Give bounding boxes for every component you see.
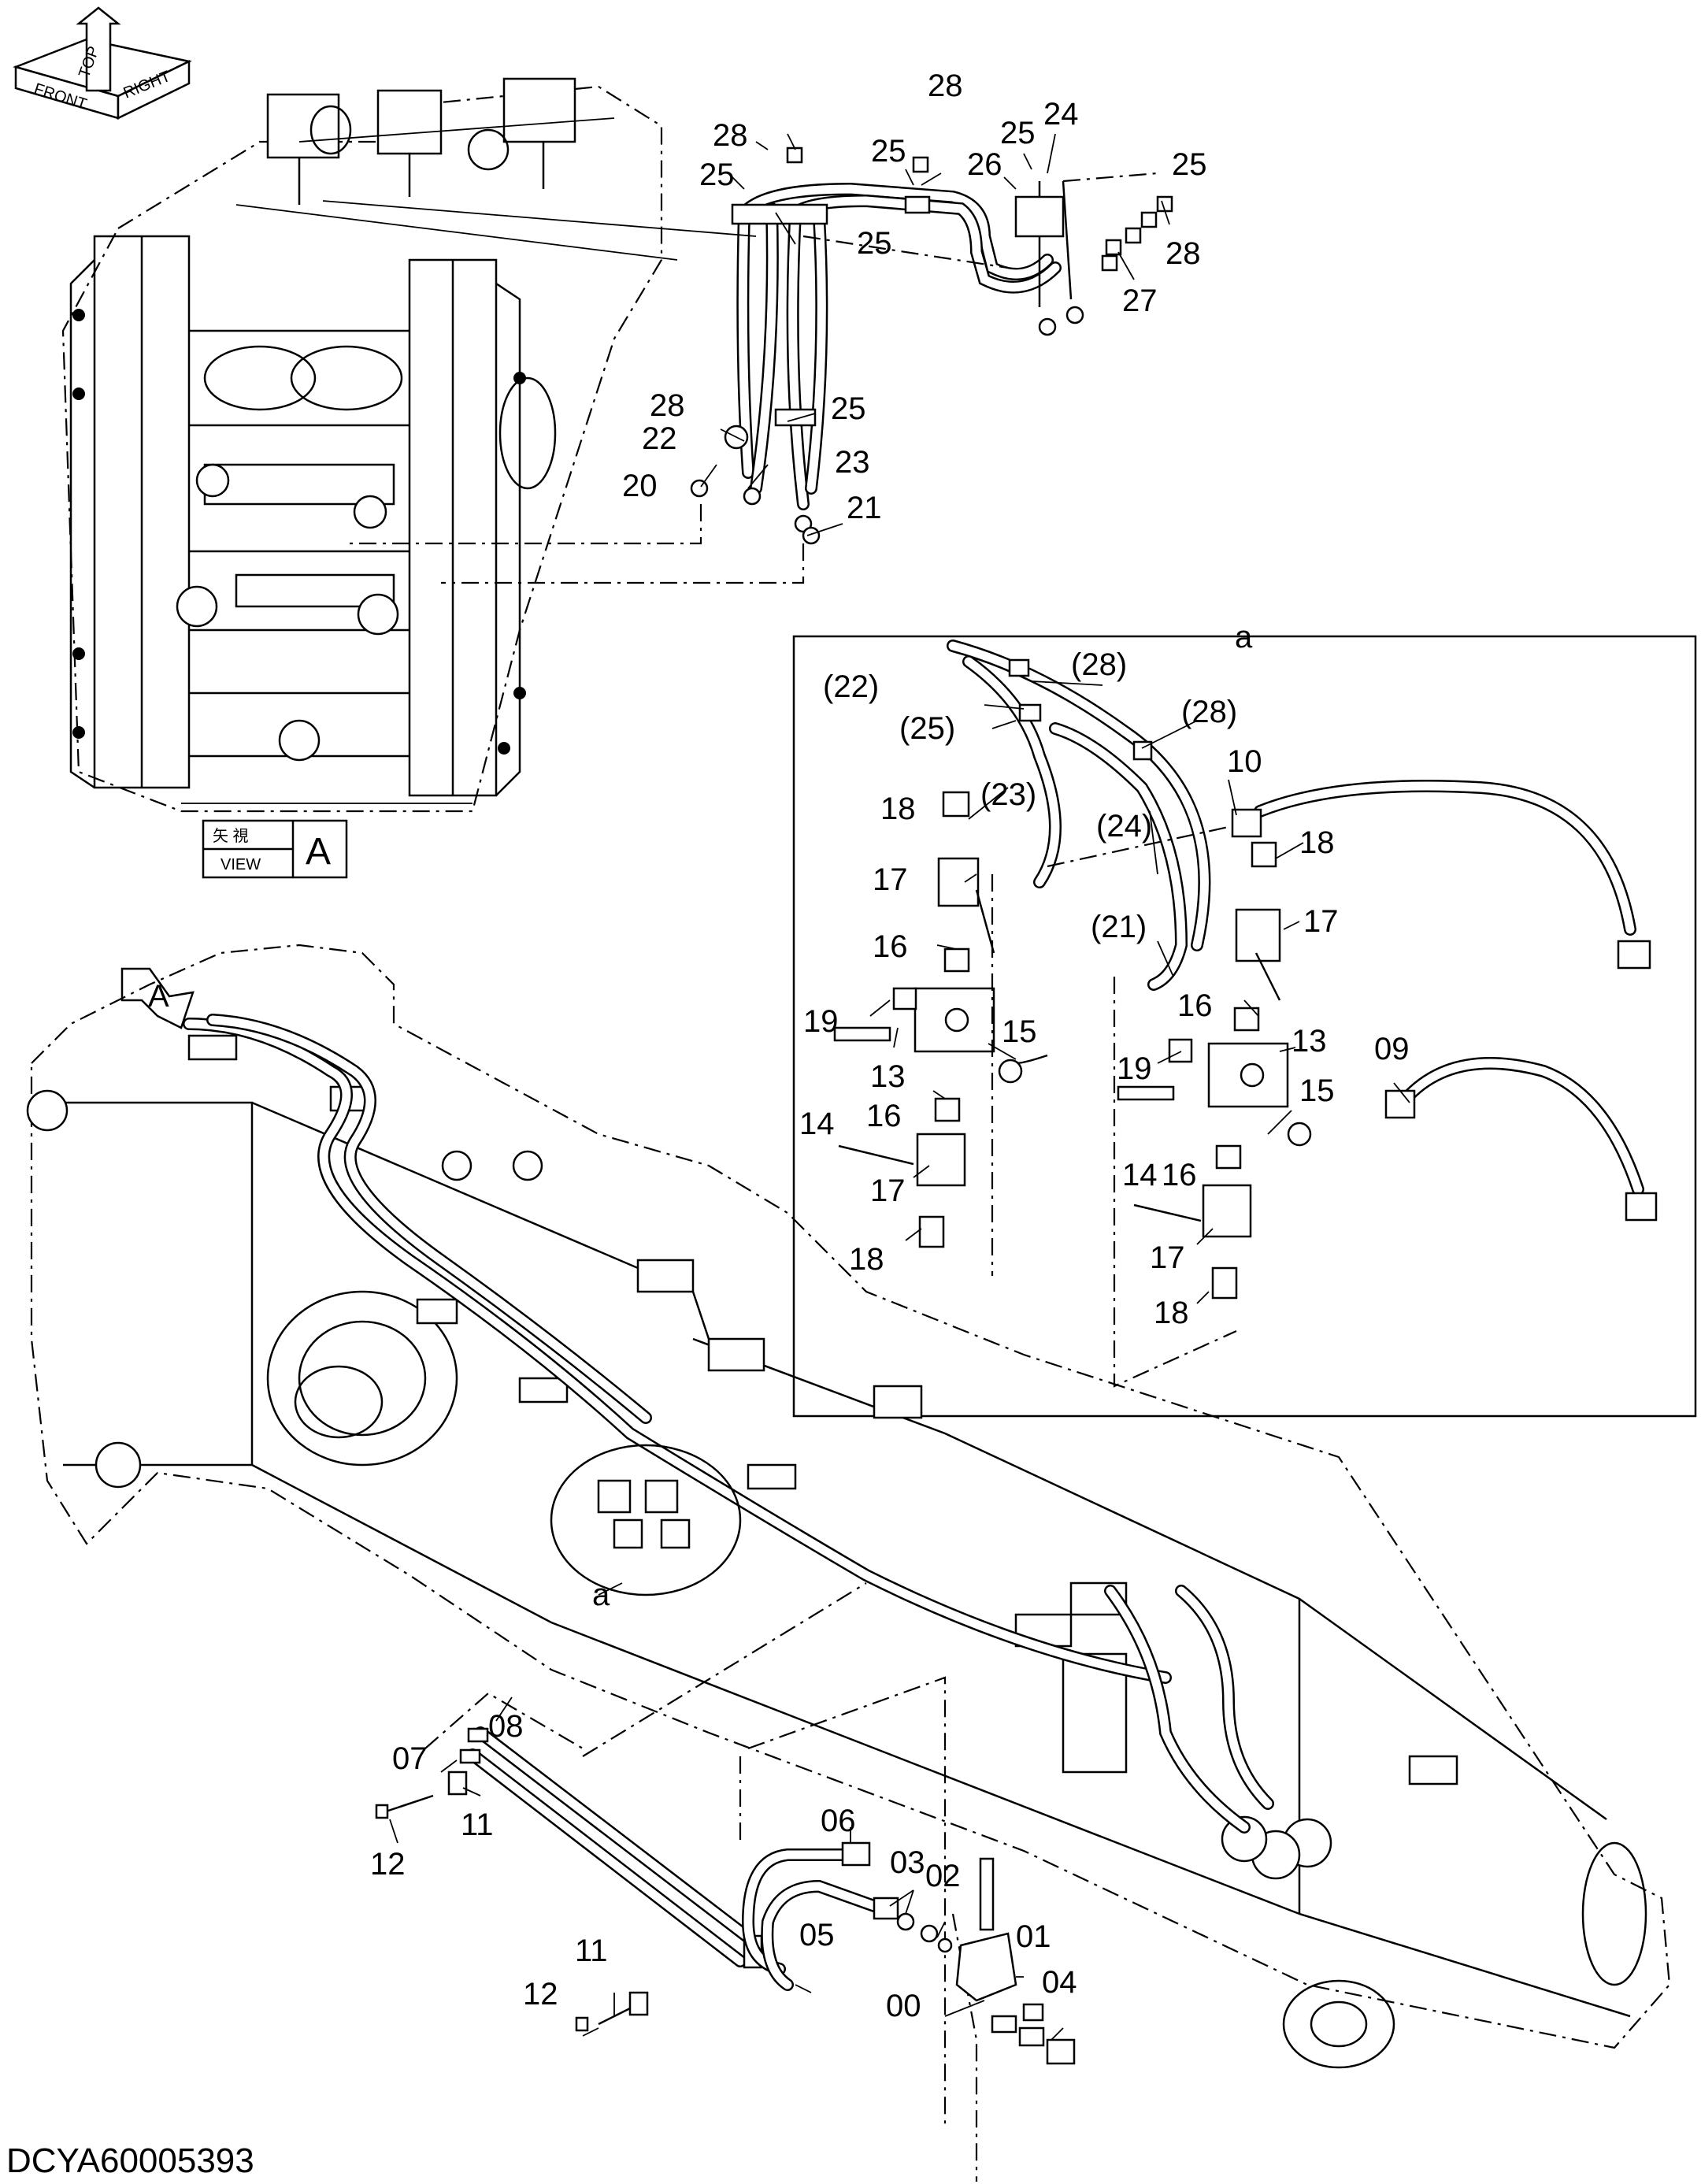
callout-25-e: 25 bbox=[1172, 147, 1207, 182]
detail-callout-15-a: 15 bbox=[1002, 1014, 1037, 1049]
top-hose-harness bbox=[322, 133, 1173, 584]
view-box-letter: A bbox=[306, 831, 331, 873]
callout-03: 03 bbox=[890, 1845, 925, 1880]
detail-callouts: (28) (22) (28) (25) 10 18 (23) (24) 17 1… bbox=[799, 647, 1410, 1330]
callout-08: 08 bbox=[488, 1709, 524, 1744]
callout-25-d: 25 bbox=[1000, 116, 1036, 150]
detail-callout-23: (23) bbox=[980, 777, 1036, 812]
callout-11-a: 11 bbox=[461, 1808, 494, 1842]
detail-callout-16-c: 16 bbox=[1177, 988, 1213, 1023]
detail-callout-13-b: 13 bbox=[1292, 1024, 1327, 1059]
callout-04: 04 bbox=[1042, 1965, 1077, 2000]
callout-02: 02 bbox=[925, 1859, 961, 1893]
callout-25-a: 25 bbox=[871, 134, 906, 169]
detail-callout-18-b: 18 bbox=[1299, 825, 1335, 860]
detail-callout-24: (24) bbox=[1096, 809, 1152, 844]
callout-28-top: 28 bbox=[928, 69, 963, 103]
view-box-kanji: 矢 視 bbox=[213, 827, 249, 845]
callout-00: 00 bbox=[886, 1989, 921, 2023]
detail-callout-14-a: 14 bbox=[799, 1107, 835, 1141]
view-a-frame-structure bbox=[61, 77, 678, 813]
callout-25-c: 25 bbox=[857, 226, 892, 261]
detail-callout-16-b: 16 bbox=[866, 1099, 902, 1133]
document-code: DCYA60005393 bbox=[6, 2141, 254, 2180]
detail-callout-10: 10 bbox=[1227, 744, 1262, 779]
callout-28-right: 28 bbox=[1166, 236, 1201, 271]
detail-circle-label: a bbox=[592, 1578, 610, 1612]
callout-24: 24 bbox=[1043, 97, 1079, 132]
detail-callout-18-d: 18 bbox=[1154, 1296, 1189, 1330]
callout-05: 05 bbox=[799, 1918, 835, 1952]
callout-21: 21 bbox=[847, 491, 882, 525]
view-a-arrow: A bbox=[120, 967, 195, 1029]
callout-28-mid: 28 bbox=[650, 388, 685, 423]
detail-callout-13-a: 13 bbox=[870, 1059, 906, 1094]
detail-callout-18-a: 18 bbox=[880, 792, 916, 826]
view-a-label-box: 矢 視 VIEW A bbox=[202, 819, 348, 879]
detail-callout-14-b: 14 bbox=[1122, 1158, 1158, 1192]
callout-25-mid: 25 bbox=[831, 391, 866, 426]
detail-callout-09: 09 bbox=[1374, 1032, 1410, 1066]
callout-25-b: 25 bbox=[699, 158, 735, 192]
callout-07: 07 bbox=[392, 1741, 428, 1776]
callout-20: 20 bbox=[622, 469, 658, 503]
detail-callout-16-d: 16 bbox=[1162, 1158, 1197, 1192]
detail-callout-21: (21) bbox=[1091, 910, 1147, 944]
callout-11-b: 11 bbox=[575, 1934, 608, 1968]
callout-06: 06 bbox=[821, 1804, 856, 1838]
callout-22: 22 bbox=[642, 421, 677, 456]
view-arrow-letter: A bbox=[148, 979, 169, 1014]
callout-12-b: 12 bbox=[523, 1977, 558, 2012]
detail-callout-19-b: 19 bbox=[1117, 1051, 1152, 1086]
detail-callout-19-a: 19 bbox=[803, 1004, 839, 1039]
detail-a-panel: a bbox=[792, 620, 1697, 1418]
bottom-callouts: 08 07 11 12 06 03 02 05 01 04 00 11 12 bbox=[370, 1709, 1077, 2023]
detail-callout-16-a: 16 bbox=[873, 929, 908, 964]
top-callouts: 28 28 25 25 25 24 25 26 25 28 27 28 25 2… bbox=[622, 69, 1207, 525]
callout-26: 26 bbox=[967, 147, 1002, 182]
view-box-view: VIEW bbox=[220, 856, 261, 873]
bottom-hose-kit bbox=[375, 1582, 1076, 2182]
detail-callout-15-b: 15 bbox=[1299, 1073, 1335, 1108]
callout-28-left: 28 bbox=[713, 118, 748, 153]
detail-callout-22: (22) bbox=[823, 669, 879, 704]
detail-callout-17-c: 17 bbox=[870, 1174, 906, 1208]
detail-callout-18-c: 18 bbox=[849, 1242, 884, 1277]
callout-01: 01 bbox=[1016, 1919, 1051, 1954]
detail-callout-17-d: 17 bbox=[1150, 1240, 1185, 1275]
callout-27: 27 bbox=[1122, 284, 1158, 318]
detail-callout-17-b: 17 bbox=[1303, 904, 1339, 939]
orientation-badge: TOP FRONT RIGHT bbox=[13, 6, 192, 121]
detail-callout-28-a: (28) bbox=[1071, 647, 1127, 682]
detail-callout-28-b: (28) bbox=[1181, 695, 1237, 729]
callout-12-a: 12 bbox=[370, 1847, 406, 1882]
callout-23: 23 bbox=[835, 445, 870, 480]
detail-callout-25: (25) bbox=[899, 711, 955, 746]
detail-callout-17-a: 17 bbox=[873, 862, 908, 897]
boom-structure: a bbox=[26, 944, 1671, 2069]
detail-a-title: a bbox=[1235, 620, 1253, 654]
